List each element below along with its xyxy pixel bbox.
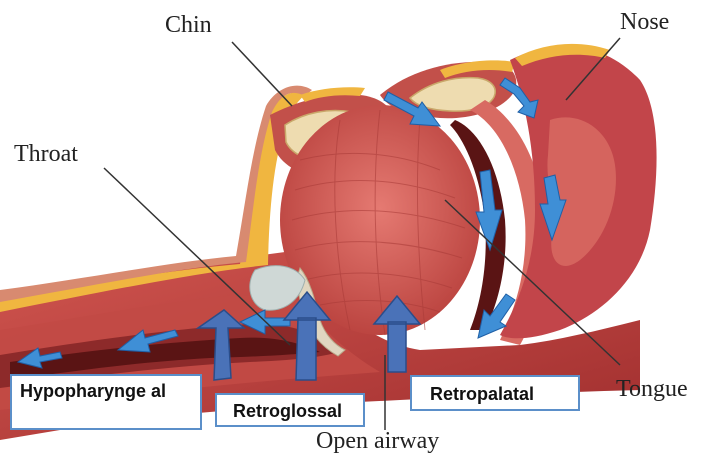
nose-label: Nose bbox=[620, 10, 669, 34]
chin-label: Chin bbox=[165, 13, 212, 37]
hypopharyngeal-box: Hypopharynge al bbox=[10, 374, 202, 430]
tongue-label: Tongue bbox=[616, 377, 688, 401]
retroglossal-box: Retroglossal bbox=[215, 393, 365, 427]
retropalatal-box: Retropalatal bbox=[410, 375, 580, 411]
open-airway-label: Open airway bbox=[316, 429, 439, 453]
throat-label: Throat bbox=[14, 142, 78, 166]
